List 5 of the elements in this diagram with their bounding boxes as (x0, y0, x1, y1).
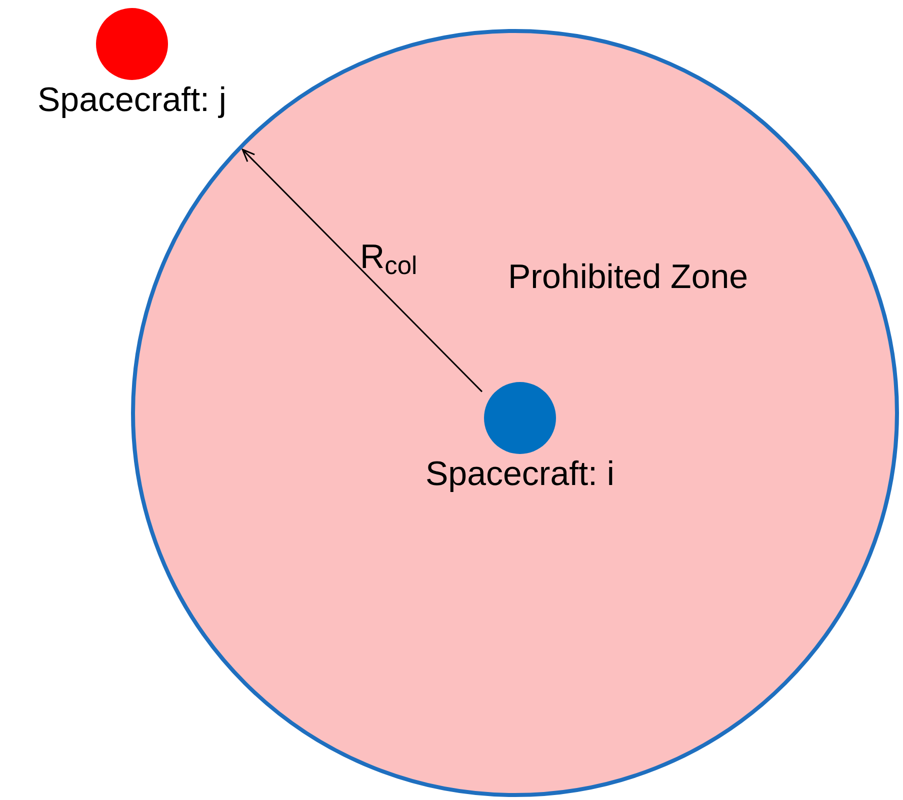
arrow (242, 148, 483, 392)
spacecraft-label: Spacecraft: i (426, 454, 614, 494)
zone-label: Prohibited Zone (508, 257, 748, 298)
spacecraft-label: Spacecraft: j (38, 80, 226, 120)
edge-label: R$_{col}$ (360, 237, 418, 282)
